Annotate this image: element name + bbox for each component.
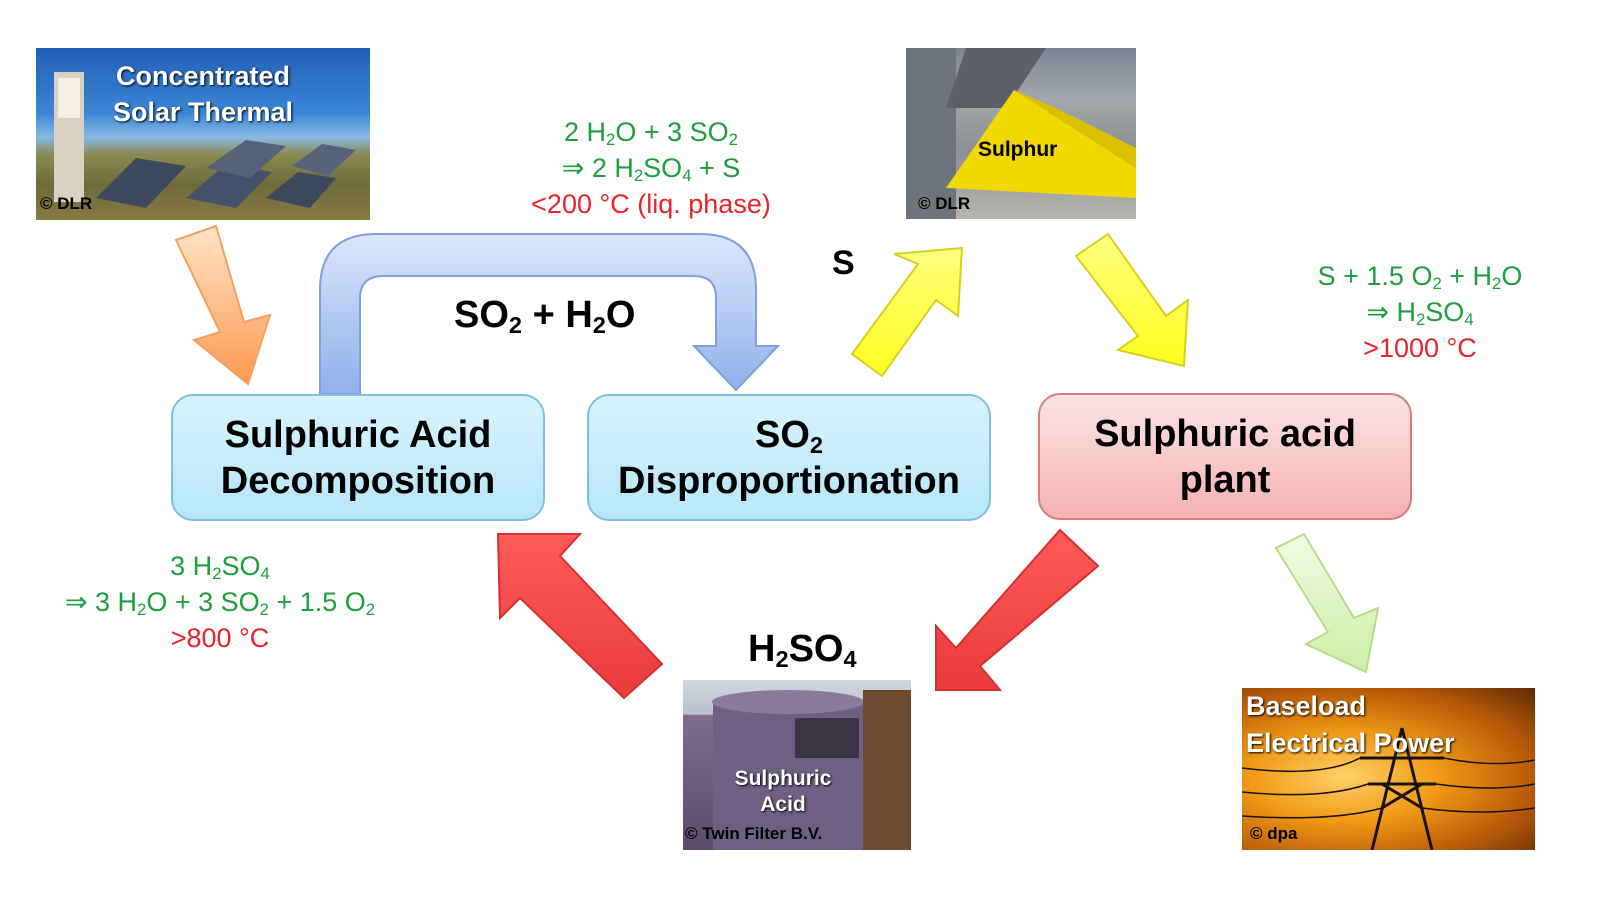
sulphuric-acid-plant-box: Sulphuric acid plant [1038, 393, 1412, 520]
arrow-plant-to-power [1274, 532, 1380, 674]
pylon-scene [1242, 727, 1535, 850]
solar-caption-line2: Solar Thermal [112, 97, 294, 127]
arrow-plant-to-acid [935, 528, 1100, 691]
sulphur-copyright: © DLR [918, 194, 971, 213]
power-copyright: © dpa [1250, 824, 1298, 843]
dispro-eq-line1: 2 H2O + 3 SO2 [564, 117, 738, 150]
disproportionation-equation: 2 H2O + 3 SO2 ⇒ 2 H2SO4 + S <200 °C (liq… [496, 114, 806, 222]
power-caption-line1: Baseload [1246, 691, 1367, 721]
tank-scene [712, 690, 911, 850]
plant-eq-line2: ⇒ H2SO4 [1366, 297, 1474, 330]
arrow-so2-recycle [319, 233, 781, 395]
decomposition-equation: 3 H2SO4 ⇒ 3 H2O + 3 SO2 + 1.5 O2 >800 °C [30, 548, 410, 656]
acid-copyright: © Twin Filter B.V. [685, 824, 823, 843]
arrow-sulphur-to-plant [1074, 232, 1190, 368]
sulphur-pile-photo: Sulphur © DLR [906, 48, 1136, 219]
h2so4-label: H2SO4 [748, 628, 857, 672]
decomposition-line2: Decomposition [220, 459, 496, 502]
so2-h2o-recycle-label: SO2 + H2O [454, 294, 636, 338]
acid-tank-photo: Sulphuric Acid © Twin Filter B.V. [683, 680, 911, 850]
decomposition-box: Sulphuric Acid Decomposition [171, 394, 545, 521]
plant-line1: Sulphuric acid [1094, 412, 1356, 455]
plant-temperature: >1000 °C [1363, 333, 1477, 363]
sulphur-caption: Sulphur [978, 138, 1058, 161]
arrow-dispro-to-sulphur [850, 246, 964, 378]
electrical-power-photo: Baseload Electrical Power © dpa [1242, 688, 1535, 850]
decomp-eq-line2: ⇒ 3 H2O + 3 SO2 + 1.5 O2 [64, 587, 376, 620]
sulphur-s-label: S [832, 244, 855, 282]
dispro-temperature: <200 °C (liq. phase) [531, 189, 771, 219]
acid-caption-line2: Acid [760, 793, 806, 816]
decomp-eq-line1: 3 H2SO4 [170, 551, 270, 584]
disproportionation-line1: SO2 [754, 413, 823, 458]
dispro-eq-line2: ⇒ 2 H2SO4 + S [561, 153, 741, 186]
arrow-acid-to-decomposition [496, 533, 664, 700]
disproportionation-line2: Disproportionation [618, 459, 960, 502]
decomp-temperature: >800 °C [170, 623, 270, 653]
solar-copyright: © DLR [40, 194, 93, 213]
plant-eq-line1: S + 1.5 O2 + H2O [1317, 261, 1523, 294]
arrow-solar-to-decomposition [174, 224, 272, 386]
solar-scene [54, 72, 356, 208]
plant-equation: S + 1.5 O2 + H2O ⇒ H2SO4 >1000 °C [1290, 258, 1550, 366]
disproportionation-box: SO2 Disproportionation [587, 394, 991, 521]
sulphur-scene [906, 48, 1136, 219]
solar-caption-line1: Concentrated [115, 61, 291, 91]
decomposition-line1: Sulphuric Acid [224, 413, 492, 456]
power-caption-line2: Electrical Power [1246, 728, 1455, 758]
solar-thermal-photo: Concentrated Solar Thermal © DLR [36, 48, 370, 220]
plant-line2: plant [1179, 458, 1271, 501]
acid-caption-line1: Sulphuric [734, 767, 832, 790]
